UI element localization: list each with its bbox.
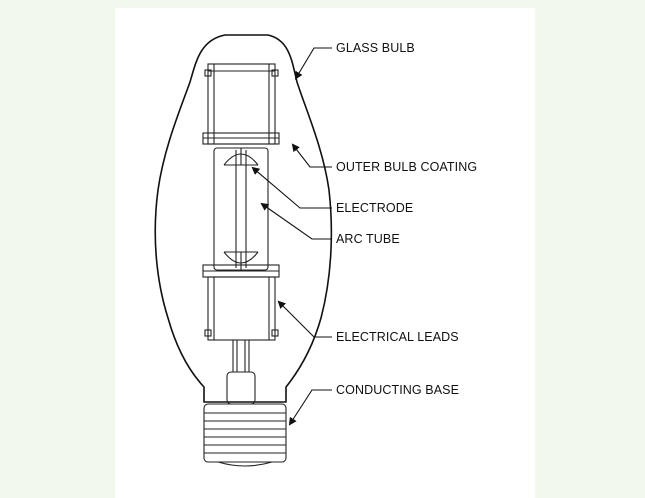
label-arc-tube: ARC TUBE	[336, 232, 400, 246]
lead-wires	[226, 340, 256, 405]
upper-support-frame	[202, 63, 280, 145]
label-electrical-leads: ELECTRICAL LEADS	[336, 330, 459, 344]
glass-bulb-outline	[154, 34, 333, 403]
label-conducting-base: CONDUCTING BASE	[336, 383, 459, 397]
label-electrode: ELECTRODE	[336, 201, 413, 215]
lower-support-frame	[202, 264, 280, 341]
screw-base	[203, 403, 287, 467]
label-outer-bulb-coating: OUTER BULB COATING	[336, 160, 477, 174]
arc-tube-body	[213, 147, 269, 271]
leader-lines	[251, 47, 332, 426]
label-glass-bulb: GLASS BULB	[336, 41, 415, 55]
diagram-panel	[115, 8, 535, 498]
